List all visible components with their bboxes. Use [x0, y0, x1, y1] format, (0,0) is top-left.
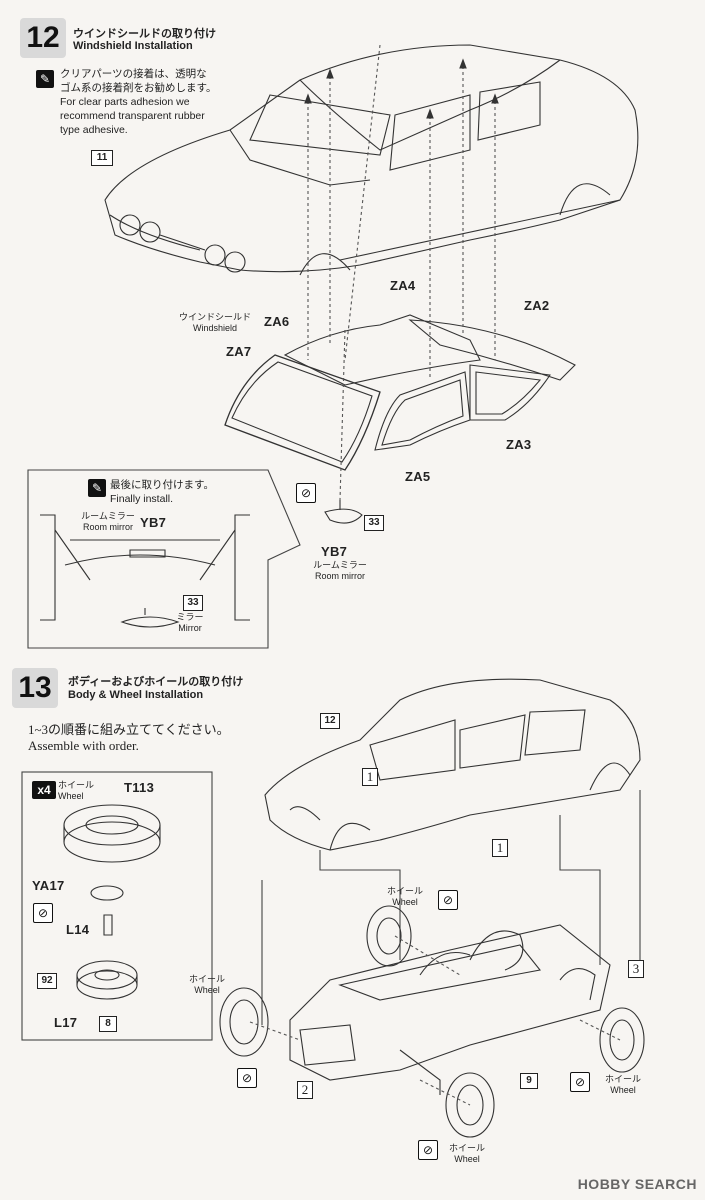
room-mirror-ja: ルームミラー: [313, 560, 367, 570]
sequence-1b: 1: [492, 839, 508, 857]
car-body-outline-13: [264, 678, 641, 851]
sequence-1a: 1: [362, 768, 378, 786]
note-ja-line-2: ゴム系の接着剤をお勧めします。: [60, 82, 217, 94]
note-en-line-2: recommend transparent rubber: [60, 110, 205, 122]
wheel-4-ja: ホイール: [448, 1143, 485, 1153]
wheel-2-ja: ホイール: [188, 974, 225, 984]
windshield-en: Windshield: [192, 323, 238, 333]
ref-33: 33: [364, 515, 384, 531]
inset-note-ja: 最後に取り付けます。: [110, 479, 214, 491]
ref-8: 8: [99, 1016, 117, 1032]
wheel-en-inset: Wheel: [58, 791, 84, 801]
part-t113: T113: [124, 780, 155, 795]
part-yb7: YB7: [321, 544, 348, 559]
part-za7: ZA7: [226, 344, 252, 359]
no-glue-icon-inset: ⊘: [33, 903, 53, 923]
inset-mirror-label: ミラー Mirror: [170, 612, 210, 634]
inset-note: 最後に取り付けます。 Finally install.: [110, 478, 214, 506]
windshield-label: ウインドシールド Windshield: [170, 312, 260, 334]
chassis: [289, 924, 611, 1081]
wheel-1-ja: ホイール: [386, 886, 423, 896]
step-12-title-ja: ウインドシールドの取り付け: [73, 28, 216, 40]
step-13-title-en: Body & Wheel Installation: [68, 689, 204, 701]
no-glue-icon-3: ⊘: [570, 1072, 590, 1092]
body-ref-11: 11: [91, 150, 113, 166]
windshield-ja: ウインドシールド: [178, 312, 251, 322]
wheel-label-4: ホイール Wheel: [442, 1143, 492, 1165]
glue-icon: ✎: [36, 70, 54, 88]
inset-room-mirror-en: Room mirror: [82, 522, 133, 532]
side-glass-za5: [374, 371, 471, 451]
order-ja: 1~3の順番に組み立ててください。: [28, 722, 230, 737]
room-mirror-en: Room mirror: [314, 571, 365, 581]
wheel-label-3: ホイール Wheel: [598, 1074, 648, 1096]
step-13-title-ja: ボディーおよびホイールの取り付け: [68, 676, 244, 688]
no-glue-icon: ⊘: [296, 483, 316, 503]
chassis-ref-9: 9: [520, 1073, 538, 1089]
wheel-3-ja: ホイール: [604, 1074, 641, 1084]
part-za6: ZA6: [264, 314, 290, 329]
step-12-title-en: Windshield Installation: [73, 40, 193, 52]
count-badge: x4: [32, 781, 56, 799]
windshield-za7: [224, 354, 381, 471]
wheel-label-1: ホイール Wheel: [380, 886, 430, 908]
wheel-4-en: Wheel: [454, 1154, 480, 1164]
wheel-label-2: ホイール Wheel: [182, 974, 232, 996]
room-mirror-label: ルームミラー Room mirror: [300, 560, 380, 582]
inset-room-mirror-ja: ルームミラー: [81, 511, 135, 521]
part-za3: ZA3: [506, 437, 532, 452]
wheel-3-en: Wheel: [610, 1085, 636, 1095]
inset-room-mirror-label: ルームミラー Room mirror: [78, 511, 138, 533]
rear-glass-za2: [408, 319, 576, 381]
step-12-note: クリアパーツの接着は、透明な ゴム系の接着剤をお勧めします。 For clear…: [60, 67, 216, 137]
no-glue-icon-2: ⊘: [237, 1068, 257, 1088]
step-13-order-note: 1~3の順番に組み立ててください。 Assemble with order.: [28, 722, 230, 754]
watermark-logo: HOBBY SEARCH: [577, 1176, 697, 1192]
inset-mirror-ja: ミラー: [176, 612, 204, 622]
inset-note-en: Finally install.: [110, 493, 174, 505]
wheel-1-en: Wheel: [392, 897, 418, 907]
sequence-3: 3: [628, 960, 644, 978]
glue-icon-inset: ✎: [88, 479, 106, 497]
side-glass-za3: [469, 364, 551, 421]
step-13-number: 13: [12, 668, 58, 708]
wheel-ja-inset: ホイール: [58, 780, 95, 790]
body-ref-12: 12: [320, 713, 340, 729]
sequence-2: 2: [297, 1081, 313, 1099]
no-glue-icon-4: ⊘: [418, 1140, 438, 1160]
no-glue-icon-1: ⊘: [438, 890, 458, 910]
roof-glass-za6: [283, 314, 481, 386]
note-ja-line-1: クリアパーツの接着は、透明な: [60, 68, 207, 80]
wheel-label-inset: ホイール Wheel: [58, 780, 98, 802]
part-l17: L17: [54, 1015, 78, 1030]
wheel-2-en: Wheel: [194, 985, 220, 995]
inset-mirror-en: Mirror: [178, 623, 202, 633]
step-12-number: 12: [20, 18, 66, 58]
note-en-line-1: For clear parts adhesion we: [60, 96, 190, 108]
note-en-line-3: type adhesive.: [60, 124, 128, 136]
part-l14: L14: [66, 922, 90, 937]
part-za2: ZA2: [524, 298, 550, 313]
ref-92: 92: [37, 973, 57, 989]
part-za4: ZA4: [390, 278, 416, 293]
inset-part-yb7: YB7: [140, 515, 167, 530]
part-za5: ZA5: [405, 469, 431, 484]
order-en: Assemble with order.: [28, 738, 139, 753]
inset-ref-33: 33: [183, 595, 203, 611]
part-ya17: YA17: [32, 878, 65, 893]
